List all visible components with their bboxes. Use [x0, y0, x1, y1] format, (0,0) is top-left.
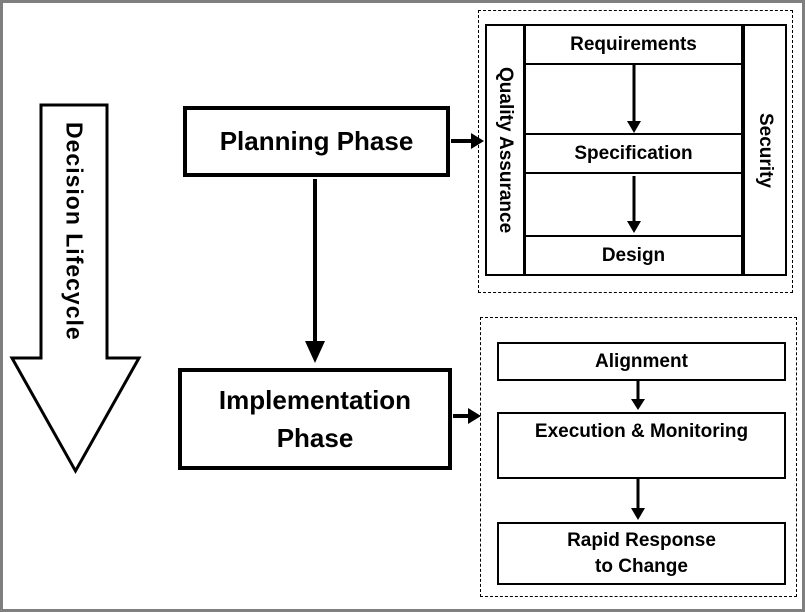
requirements-label: Requirements [570, 33, 697, 55]
step-design: Design [526, 235, 741, 274]
implementation-phase-label-line1: Implementation [218, 385, 412, 415]
planning-phase-box: Planning Phase [183, 106, 450, 177]
planning-phase-label: Planning Phase [219, 126, 414, 156]
step-specification: Specification [526, 133, 741, 174]
grid-gap [526, 65, 741, 133]
implementation-phase-label-line2: Phase [276, 423, 354, 453]
rapid-response-label-line2: to Change [595, 555, 688, 577]
arrow-planning-to-implementation [305, 179, 325, 363]
decision-lifecycle-label: Decision Lifecycle [61, 121, 88, 341]
alignment-label: Alignment [595, 350, 688, 372]
step-execution-monitoring: Execution & Monitoring [497, 412, 786, 479]
step-requirements: Requirements [526, 26, 741, 65]
step-alignment: Alignment [497, 342, 786, 381]
step-rapid-response: Rapid Response to Change [497, 522, 786, 585]
rapid-response-label-line1: Rapid Response [567, 529, 716, 551]
quality-assurance-rail: Quality Assurance [485, 24, 525, 276]
quality-assurance-label: Quality Assurance [495, 66, 516, 234]
design-label: Design [601, 244, 666, 266]
security-rail: Security [743, 24, 787, 276]
implementation-detail-panel: Alignment Execution & Monitoring Rapid R… [480, 317, 797, 597]
security-label: Security [755, 112, 776, 188]
execution-monitoring-label: Execution & Monitoring [534, 421, 749, 442]
specification-label: Specification [574, 142, 693, 164]
planning-detail-panel: Quality Assurance Requirements Specifica… [478, 10, 793, 293]
arrow-implementation-to-detail-panel [453, 408, 481, 424]
implementation-phase-box: Implementation Phase [178, 368, 452, 470]
planning-steps-grid: Requirements Specification Design [524, 24, 743, 276]
grid-gap [526, 174, 741, 235]
